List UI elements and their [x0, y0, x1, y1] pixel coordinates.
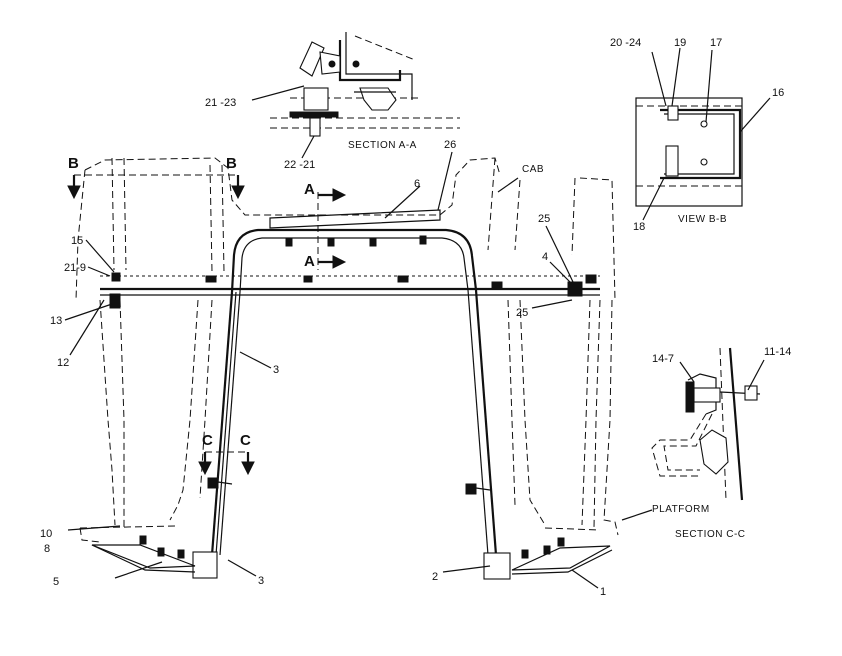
- handrail-frame: [91, 209, 613, 580]
- caption-section-aa: SECTION A-A: [348, 140, 417, 151]
- label-part-3-bottom: 3: [258, 575, 264, 587]
- section-letters: B B A A C C: [68, 155, 315, 449]
- label-part-25-top: 25: [538, 213, 550, 225]
- label-part-3-leg: 3: [273, 364, 279, 376]
- view-bb-detail: [635, 97, 743, 207]
- caption-platform: PLATFORM: [652, 504, 710, 515]
- label-part-17: 17: [710, 37, 722, 49]
- label-part-2: 2: [432, 571, 438, 583]
- label-part-26: 26: [444, 139, 456, 151]
- label-part-14-7: 14-7: [652, 353, 674, 365]
- section-letter-a-top: A: [304, 181, 315, 198]
- caption-section-cc: SECTION C-C: [675, 529, 746, 540]
- section-markers: [67, 174, 347, 476]
- label-part-22-21: 22 -21: [284, 159, 315, 171]
- caption-cab: CAB: [522, 164, 544, 175]
- label-part-8: 8: [44, 543, 50, 555]
- label-part-15: 15: [71, 235, 83, 247]
- right-post: [507, 299, 619, 536]
- label-part-6: 6: [414, 178, 420, 190]
- captions: SECTION A-A VIEW B-B SECTION C-C CAB PLA…: [348, 140, 746, 540]
- section-letter-a-bottom: A: [304, 253, 315, 270]
- label-part-19: 19: [674, 37, 686, 49]
- label-part-1: 1: [600, 586, 606, 598]
- label-part-13: 13: [50, 315, 62, 327]
- section-letter-b-left: B: [68, 155, 79, 172]
- part-labels: 1 2 3 3 4 5 6 8 10 11-14 12 13 14-7 15 1…: [40, 37, 791, 598]
- caption-view-bb: VIEW B-B: [678, 214, 727, 225]
- leader-lines: [64, 47, 771, 589]
- section-letter-c-left: C: [202, 432, 213, 449]
- label-part-12: 12: [57, 357, 69, 369]
- label-part-5: 5: [53, 576, 59, 588]
- label-part-18: 18: [633, 221, 645, 233]
- section-letter-c-right: C: [240, 432, 251, 449]
- section-cc-detail: [651, 347, 761, 501]
- label-part-21-9: 21-9: [64, 262, 86, 274]
- label-part-16: 16: [772, 87, 784, 99]
- label-part-25-bottom: 25: [516, 307, 528, 319]
- label-part-11-14: 11-14: [764, 346, 791, 358]
- label-part-20-24: 20 -24: [610, 37, 641, 49]
- left-post: [79, 157, 225, 543]
- section-letter-b-right: B: [226, 155, 237, 172]
- label-part-21-23: 21 -23: [205, 97, 236, 109]
- label-part-4: 4: [542, 251, 548, 263]
- section-aa-detail: [270, 32, 460, 137]
- label-part-10: 10: [40, 528, 52, 540]
